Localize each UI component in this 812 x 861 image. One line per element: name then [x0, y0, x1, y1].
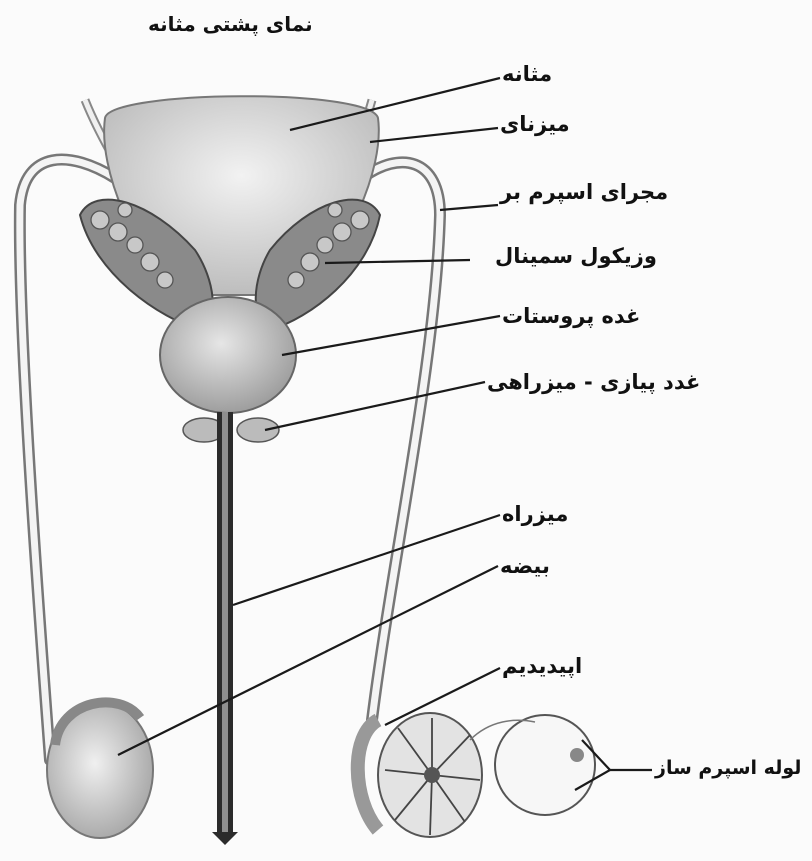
diagram-title: نمای پشتی مثانه	[148, 14, 313, 34]
leader-bulbourethral	[265, 382, 485, 430]
label-bulbourethral: غدد پیازی - میزراهی	[487, 372, 700, 393]
label-ureter: میزنای	[500, 114, 570, 135]
leader-prostate	[282, 316, 500, 355]
label-seminiferous-tubule: لوله اسپرم ساز	[655, 759, 801, 778]
label-testis: بیضه	[500, 556, 550, 577]
leader-ureter	[370, 128, 498, 142]
label-bladder: مثانه	[502, 64, 552, 85]
epididymis-shape	[358, 720, 378, 830]
seminiferous-tubule-shape	[495, 715, 595, 815]
label-seminal-vesicle: وزیکول سمینال	[495, 246, 657, 267]
label-urethra: میزراه	[502, 504, 568, 525]
leader-vas-deferens	[440, 205, 498, 210]
vas-deferens-right	[362, 162, 440, 720]
bulbourethral-right	[237, 418, 279, 442]
leader-urethra	[233, 515, 500, 605]
label-prostate: غده پروستات	[502, 306, 640, 327]
label-epididymis: اپیدیدیم	[502, 656, 582, 677]
label-vas-deferens: مجرای اسپرم بر	[500, 182, 668, 203]
prostate-shape	[160, 297, 296, 413]
